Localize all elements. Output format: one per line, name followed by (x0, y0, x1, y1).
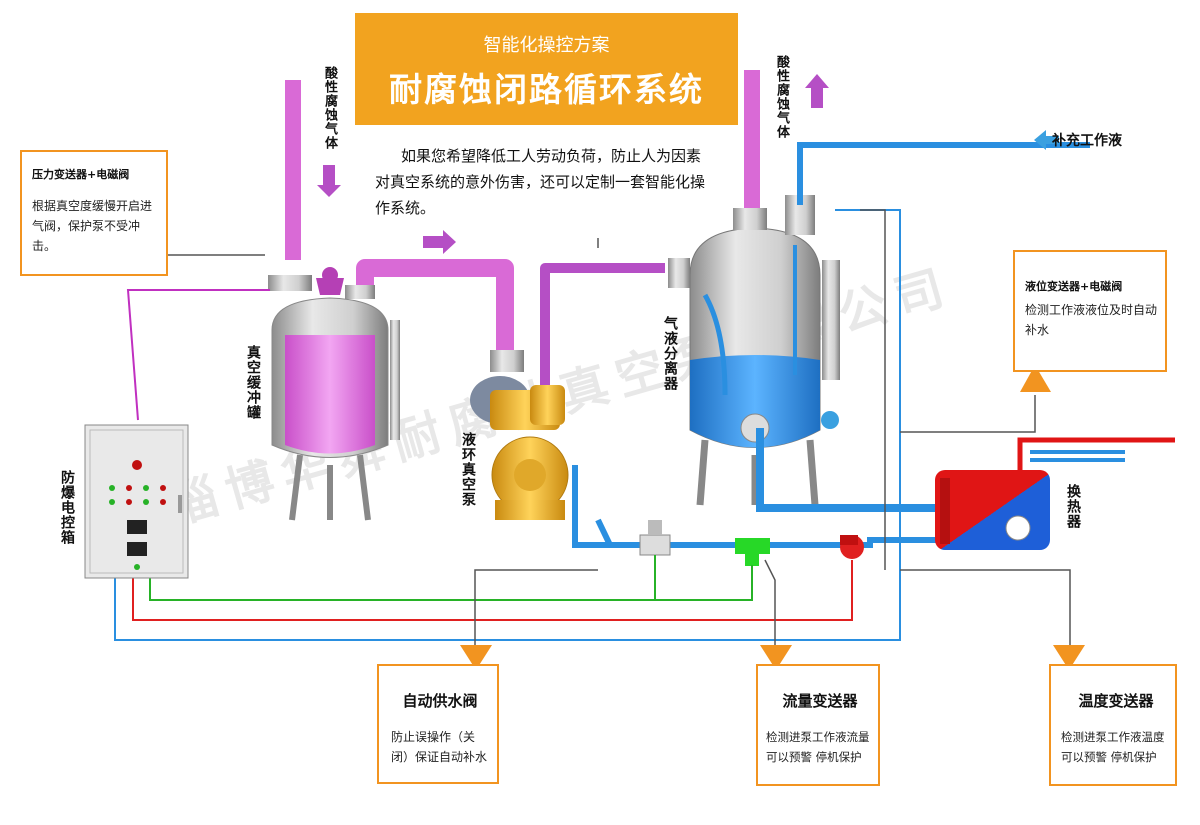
label-separator: 气液分离器 (662, 316, 678, 391)
pointer-triangle-flow (760, 645, 792, 670)
label-heat-exchanger: 换热器 (1065, 484, 1081, 529)
right-arrow-icon (423, 230, 456, 254)
gas-pipe-pump-to-separator (540, 263, 665, 395)
left-arrow-icon (1034, 130, 1059, 150)
vacuum-buffer-tank (268, 267, 400, 521)
label-acid-gas-right: 酸性腐蚀气体 (774, 55, 789, 139)
pressure-box-title: 压力变送器+电磁阀 (32, 168, 130, 181)
flow-transmitter-box: 流量变送器 检测进泵工作液流量可以预警 停机保护 (756, 664, 880, 786)
pressure-signal-line (126, 289, 270, 421)
level-transmitter-box: 液位变送器+电磁阀 检测工作液液位及时自动补水 (1013, 250, 1167, 372)
header-banner: 智能化操控方案 耐腐蚀闭路循环系统 (355, 13, 738, 125)
up-arrow-icon (805, 74, 829, 108)
down-arrow-icon (317, 165, 341, 197)
separator-to-hx-pipe (756, 428, 935, 512)
supply-pipe (797, 142, 1090, 205)
auto-supply-valve-box: 自动供水阀 防止误操作（关闭）保证自动补水 (377, 664, 499, 784)
gas-liquid-separator (668, 195, 840, 506)
label-control-box: 防爆电控箱 (59, 470, 75, 545)
label-pump: 液环真空泵 (460, 432, 476, 507)
hx-to-pump-pipe (572, 465, 1005, 548)
valve-box-title: 自动供水阀 (402, 692, 478, 710)
label-supply-liquid: 补充工作液 (1052, 133, 1122, 149)
header-title: 耐腐蚀闭路循环系统 (389, 70, 704, 109)
header-subtitle: 智能化操控方案 (483, 35, 610, 56)
temp-box-desc: 检测进泵工作液温度可以预警 停机保护 (1061, 730, 1165, 764)
valve-box-desc: 防止误操作（关闭）保证自动补水 (391, 730, 488, 764)
pointer-triangle-valve (460, 645, 492, 670)
pointer-triangle-temp (1053, 645, 1085, 670)
level-box-title: 液位变送器+电磁阀 (1025, 280, 1123, 293)
liquid-ring-pump (470, 350, 569, 520)
temp-signal-line (132, 560, 853, 621)
control-box (84, 424, 189, 579)
intro-text: 如果您希望降低工人劳动负荷，防止人为因素对真空系统的意外伤害，还可以定制一套智能… (375, 147, 706, 217)
pressure-box-desc: 根据真空度缓慢开启进气阀，保护泵不受冲击。 (32, 199, 153, 253)
valve-signal-line (149, 555, 656, 601)
temperature-transmitter (840, 535, 864, 559)
pressure-transmitter-box: 压力变送器+电磁阀 根据真空度缓慢开启进气阀，保护泵不受冲击。 (20, 150, 168, 276)
temp-box-title: 温度变送器 (1078, 692, 1154, 710)
gas-pipe-to-pump (356, 259, 514, 360)
level-box-desc: 检测工作液液位及时自动补水 (1025, 303, 1158, 337)
pointer-triangle-level (1020, 365, 1051, 392)
flow-box-title: 流量变送器 (782, 692, 858, 710)
temperature-transmitter-box: 温度变送器 检测进泵工作液温度可以预警 停机保护 (1049, 664, 1177, 786)
flow-box-desc: 检测进泵工作液流量可以预警 停机保护 (766, 730, 870, 764)
heat-exchanger (935, 470, 1050, 550)
label-acid-gas-left: 酸性腐蚀气体 (322, 66, 337, 150)
flow-transmitter (735, 538, 770, 566)
gas-inlet-pipe (285, 80, 301, 260)
label-buffer-tank: 真空缓冲罐 (245, 345, 261, 420)
auto-supply-valve (639, 520, 671, 556)
